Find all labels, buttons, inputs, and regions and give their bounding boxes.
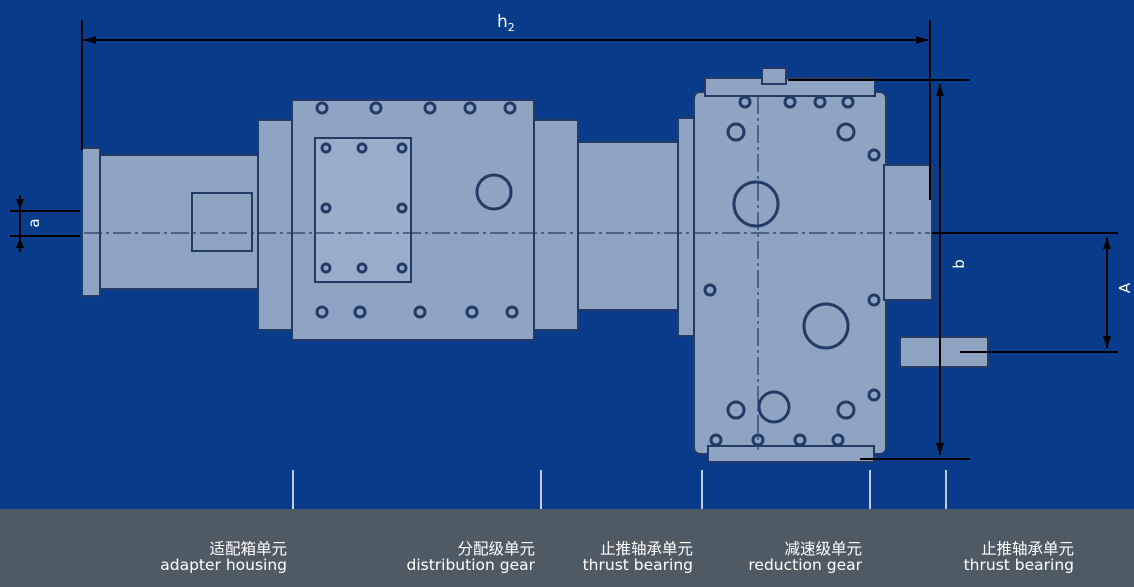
- reduction-top-plug: [761, 67, 787, 85]
- reduction-gear-body: [693, 91, 887, 455]
- unit-label-thrust-bearing-2: 止推轴承单元 thrust bearing: [963, 540, 1074, 574]
- bolt-holes: [315, 95, 881, 447]
- unit-labels-bar: 适配箱单元 adapter housing 分配级单元 distribution…: [0, 509, 1134, 587]
- dimension-label-b: b: [950, 259, 968, 269]
- unit-label-thrust-bearing-1: 止推轴承单元 thrust bearing: [582, 540, 693, 574]
- unit-label-distribution-gear: 分配级单元 distribution gear: [406, 540, 535, 574]
- dimension-label-a: a: [25, 218, 43, 227]
- label-leader-lines: [292, 470, 947, 509]
- distribution-end-flange: [533, 119, 579, 331]
- unit-label-reduction-gear: 减速级单元 reduction gear: [748, 540, 862, 574]
- gearbox-drawing: h2 a b A: [10, 12, 1134, 509]
- adapter-flange: [81, 147, 101, 297]
- distribution-flange: [257, 119, 297, 331]
- reduction-bottom-plate: [707, 445, 875, 463]
- coupling-block: [191, 192, 253, 252]
- center-lines: [84, 96, 930, 450]
- gearbox-body: [81, 67, 989, 463]
- unit-label-adapter-housing: 适配箱单元 adapter housing: [160, 540, 287, 574]
- connecting-tube: [577, 141, 683, 311]
- dimension-lines: [10, 20, 1118, 460]
- dimension-label-h2: h2: [497, 12, 515, 34]
- dimension-arrows: [16, 36, 1111, 455]
- dimension-label-A: A: [1116, 282, 1134, 293]
